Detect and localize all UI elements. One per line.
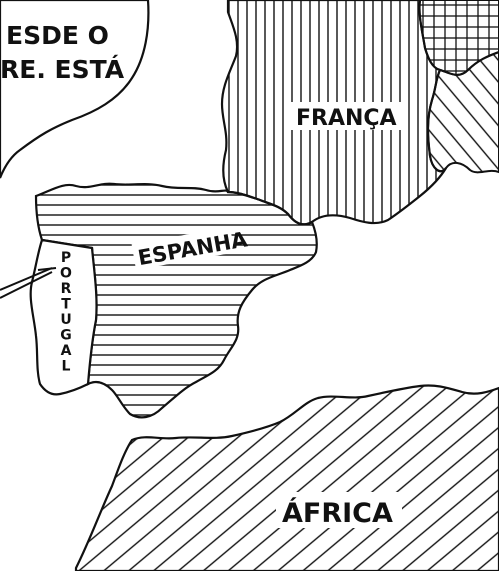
label-bg-africa	[276, 492, 402, 528]
portugal-letter: L	[62, 359, 71, 375]
label-africa: ÁFRICA	[282, 497, 393, 529]
label-bg-portugal	[58, 248, 75, 376]
speech-balloon: ESDE O RE. ESTÁ	[0, 0, 150, 179]
portugal-letter: A	[61, 343, 72, 359]
portugal-letter: R	[61, 281, 72, 297]
portugal-letter: T	[61, 297, 71, 313]
balloon-line-1: ESDE O	[6, 21, 109, 50]
portugal-letter: O	[60, 266, 72, 282]
portugal-letter: P	[61, 250, 71, 266]
portugal-letter: G	[60, 328, 72, 344]
label-franca: FRANÇA	[296, 106, 397, 131]
region-spain	[34, 182, 318, 419]
pointer-arrow	[0, 267, 57, 299]
label-bg-espanha	[131, 226, 235, 270]
portugal-letter: U	[60, 312, 71, 328]
balloon-line-2: RE. ESTÁ	[0, 55, 125, 84]
label-bg-franca	[290, 102, 402, 130]
